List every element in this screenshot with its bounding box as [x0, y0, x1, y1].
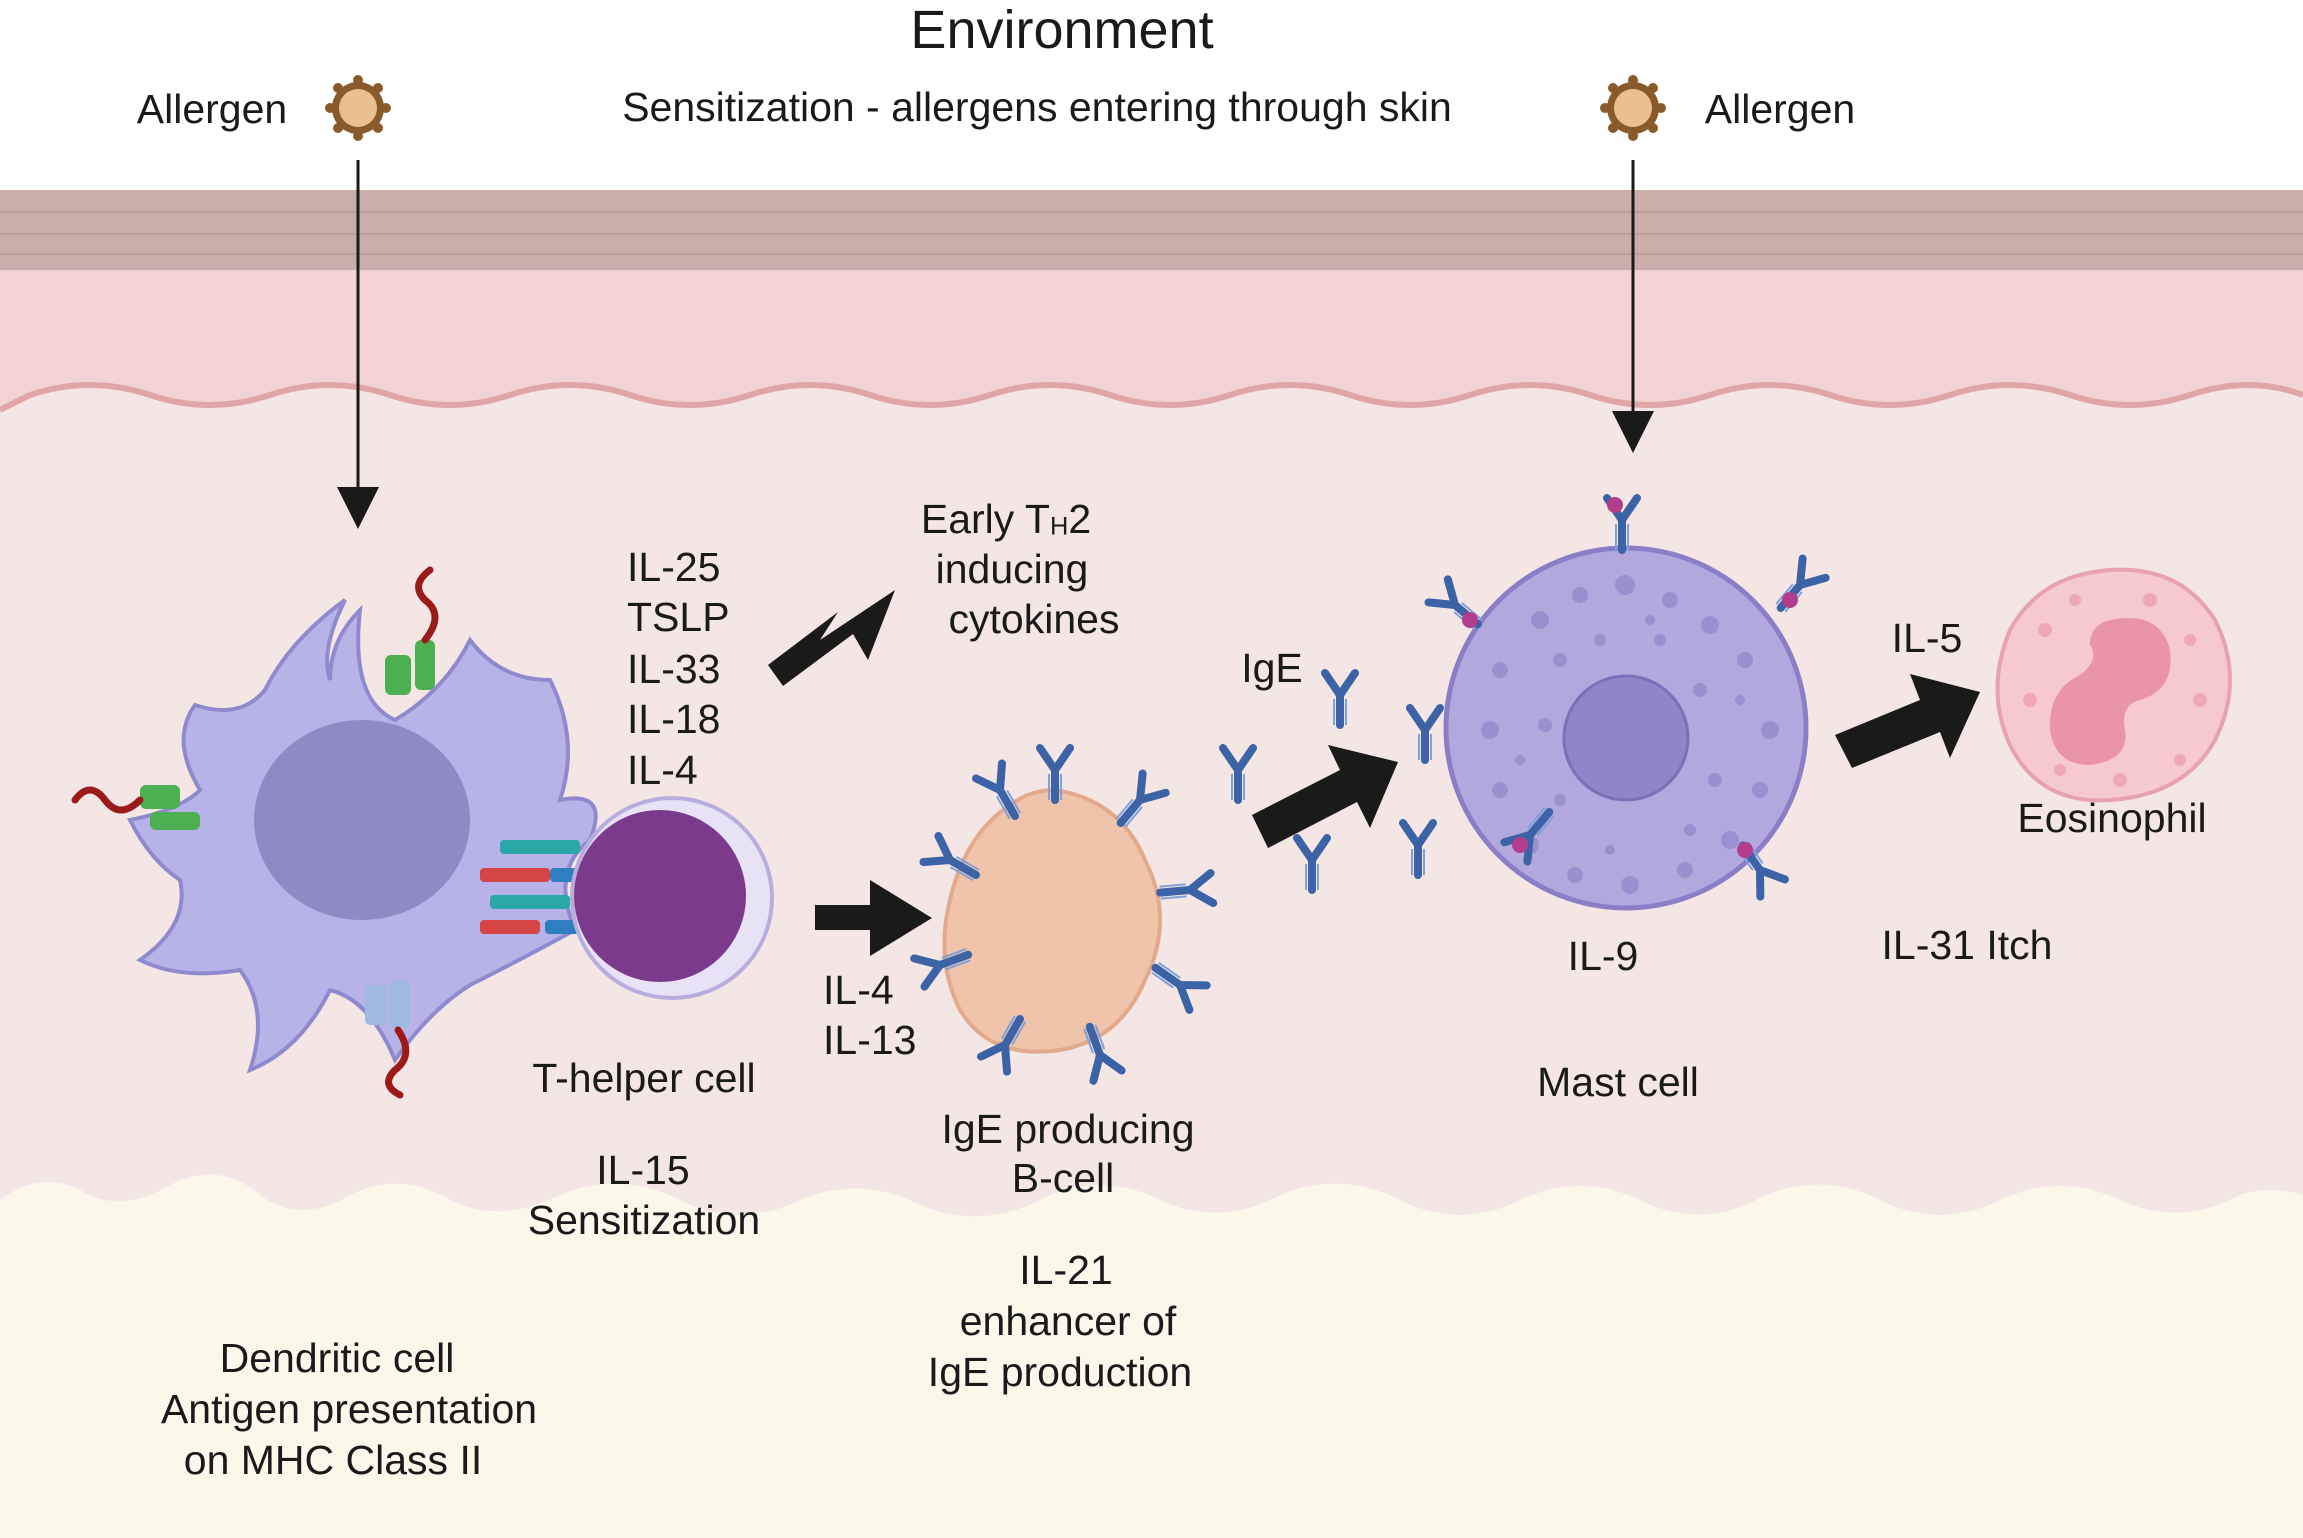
allergen-left-icon: [325, 75, 391, 141]
sensitization-label: Sensitization: [527, 1197, 761, 1243]
il31-itch-label: IL-31 Itch: [1881, 922, 2053, 968]
dendritic-antigen-presentation: Antigen presentation: [160, 1386, 538, 1432]
early-th2-line2: inducing: [935, 546, 1089, 592]
il9-label: IL-9: [1567, 933, 1639, 979]
il21-ige-production: IgE production: [927, 1349, 1193, 1395]
dendritic-label: Dendritic cell: [219, 1335, 455, 1381]
eosinophil-label: Eosinophil: [2017, 795, 2207, 841]
cytokine-il18: IL-18: [627, 696, 721, 742]
allergen-right-icon: [1600, 75, 1666, 141]
allergen-left-label: Allergen: [136, 86, 288, 132]
cytokine-il4: IL-4: [627, 747, 698, 793]
il15-label: IL-15: [596, 1147, 690, 1193]
ige-label: IgE: [1241, 645, 1303, 691]
b-cell: [914, 748, 1213, 1081]
cytokine-il33: IL-33: [627, 646, 721, 692]
arrow-to-mast-cell: [1252, 745, 1398, 848]
il13-label: IL-13: [823, 1017, 917, 1063]
arrow-to-eosinophil: [1835, 674, 1980, 768]
il21-enhancer: enhancer of: [959, 1298, 1177, 1344]
early-th2-line3: cytokines: [948, 596, 1120, 642]
il5-label: IL-5: [1891, 615, 1963, 661]
mhc-receptor-left: [71, 785, 200, 830]
cytokine-tslp: TSLP: [627, 594, 730, 640]
mhc-receptor-top: [385, 566, 439, 695]
arrow-early-th2: [768, 590, 895, 686]
cytokine-il25: IL-25: [627, 544, 721, 590]
hypodermis-layer: [0, 1174, 2303, 1538]
early-th2-label: Early TH2: [920, 496, 1092, 542]
eosinophil-cell: [1995, 567, 2232, 803]
il4-label: IL-4: [823, 967, 894, 1013]
b-cell-label-line1: IgE producing: [941, 1106, 1195, 1152]
skin-layers: [0, 190, 2303, 1538]
mast-cell-label: Mast cell: [1537, 1059, 1699, 1105]
epidermis-layer: [0, 270, 2303, 410]
t-helper-cell: [570, 796, 774, 1000]
dendritic-cell: [71, 566, 610, 1099]
diagram-subtitle: Sensitization - allergens entering throu…: [622, 84, 1452, 130]
arrow-to-b-cell: [815, 880, 932, 956]
t-helper-label: T-helper cell: [532, 1055, 756, 1101]
stratum-corneum-layer: [0, 190, 2303, 270]
il21-label: IL-21: [1019, 1247, 1113, 1293]
mast-cell-granules: [1481, 575, 1779, 894]
mhc-receptor-bottom: [365, 980, 410, 1099]
allergen-right-label: Allergen: [1704, 86, 1856, 132]
dendritic-mhc: on MHC Class II: [183, 1437, 483, 1483]
diagram-title: Environment: [910, 0, 1214, 60]
thick-arrows: [768, 590, 1980, 956]
mast-cell: [1429, 497, 1826, 911]
b-cell-label-line2: B-cell: [1011, 1155, 1115, 1201]
